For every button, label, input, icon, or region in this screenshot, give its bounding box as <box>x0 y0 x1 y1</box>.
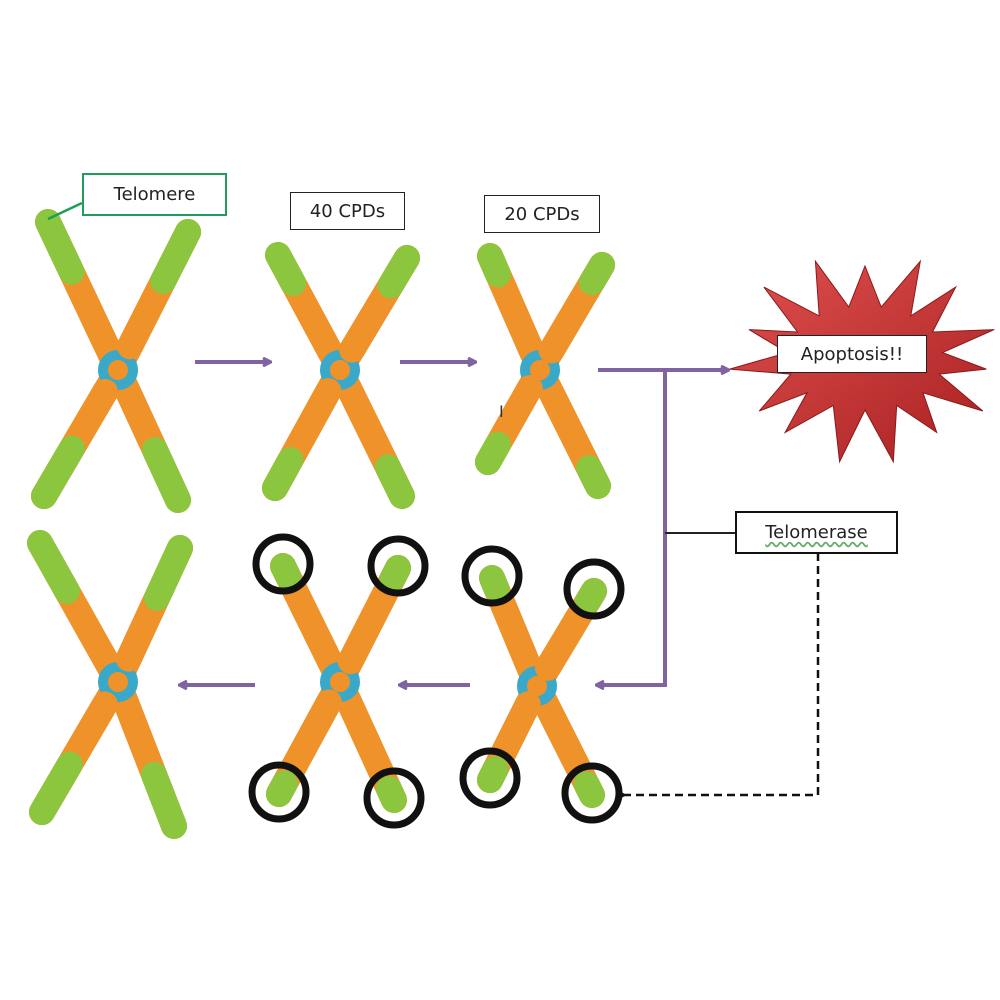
chromosome-6 <box>459 545 625 824</box>
telomere-cap <box>265 242 307 297</box>
telomere-label: Telomere <box>82 173 227 216</box>
telomere-cap <box>379 555 411 592</box>
centromere-ring <box>98 662 138 702</box>
telomere-cap <box>27 530 80 604</box>
short-telomere-marker <box>563 558 625 620</box>
telomere-cap <box>574 578 607 615</box>
chromosome-3 <box>475 243 615 499</box>
telomere-cap <box>475 431 511 475</box>
short-telomere-marker <box>367 535 429 597</box>
telomerase-dashed-arrow <box>624 553 820 795</box>
telomerase-label: Telomerase <box>735 511 898 554</box>
telomere-cap <box>35 209 85 285</box>
telomere-cap <box>143 535 193 611</box>
arrow-to-telomerase-path <box>597 370 667 685</box>
telomere-cap <box>262 446 304 501</box>
telomere-cap <box>573 771 605 808</box>
cpd-40-label: 40 CPDs <box>290 192 405 230</box>
telomere-cap <box>270 553 302 590</box>
telomere-cap <box>141 437 191 513</box>
chromosome-2 <box>262 242 420 509</box>
telomere-cap <box>576 455 611 499</box>
short-telomere-marker <box>363 767 425 829</box>
short-telomere-marker <box>248 761 310 823</box>
telomere-cap <box>477 243 512 288</box>
chromosome-5 <box>248 533 429 829</box>
centromere-ring <box>320 350 360 390</box>
telomere-cap <box>376 776 407 813</box>
centromere-ring <box>98 350 138 390</box>
telomere-cap <box>150 219 201 295</box>
telomere-cap <box>477 756 509 793</box>
telomere-cap <box>374 454 415 509</box>
telomere-cap <box>29 751 83 825</box>
short-telomere-marker <box>459 747 521 809</box>
telomere-cap <box>377 245 420 299</box>
apoptosis-label: Apoptosis!! <box>777 335 927 373</box>
cpd-20-label: 20 CPDs <box>484 195 600 233</box>
short-telomere-marker <box>461 545 523 607</box>
telomere-cap <box>141 761 187 839</box>
telomere-cap <box>266 770 298 807</box>
telomere-cap <box>479 565 510 603</box>
short-telomere-marker <box>252 533 314 595</box>
chromosome-4 <box>27 530 193 839</box>
flow-arrows <box>180 362 728 685</box>
telomere-pointer <box>47 201 83 221</box>
telomere-cap <box>578 252 615 296</box>
text-cursor-mark: I <box>499 402 504 421</box>
telomerase-text: Telomerase <box>765 522 868 543</box>
telomere-cap <box>31 435 85 509</box>
chromosome-1 <box>31 209 201 513</box>
